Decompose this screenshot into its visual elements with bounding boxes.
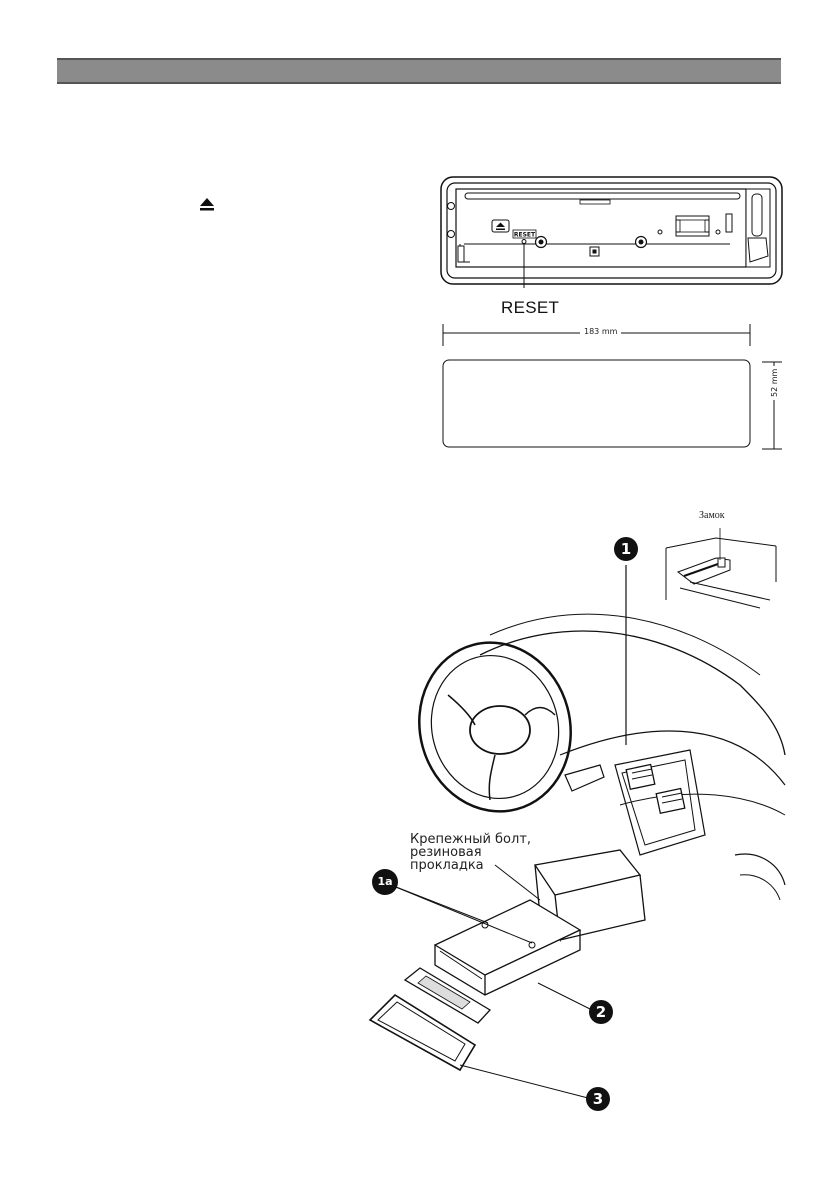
- mounting-bolt-label: Крепежный болт, резиновая прокладка: [410, 832, 532, 873]
- lock-inset-diagram: [665, 528, 777, 609]
- reset-caption: RESET: [501, 298, 560, 317]
- callout-1: 1: [614, 537, 638, 561]
- installation-diagram: [368, 565, 786, 1099]
- callout-3: 3: [586, 1087, 610, 1111]
- height-dimension-label: 52 mm: [770, 365, 779, 400]
- dimension-diagram: [442, 324, 782, 450]
- eject-icon: [200, 198, 214, 211]
- section-header-bar: [57, 58, 781, 84]
- callout-2: 2: [589, 1000, 613, 1024]
- width-dimension-label: 183 mm: [580, 327, 622, 336]
- front-panel-diagram: RESET: [440, 176, 783, 288]
- callout-1a: 1a: [372, 869, 398, 895]
- lock-label: Замок: [699, 510, 725, 521]
- reset-button-label: RESET: [514, 232, 536, 239]
